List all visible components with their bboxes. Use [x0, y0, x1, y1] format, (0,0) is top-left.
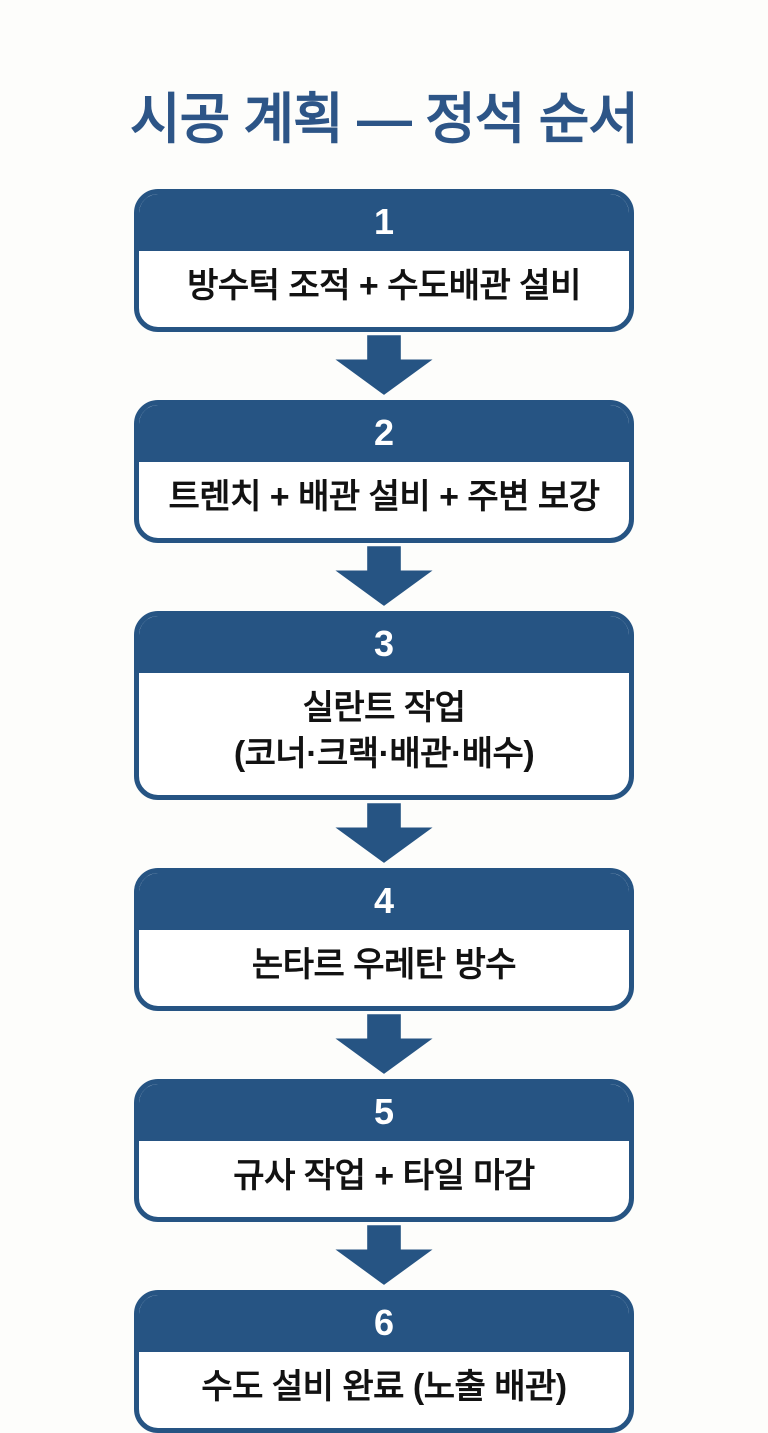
down-arrow-icon	[328, 546, 440, 608]
down-arrow-icon	[328, 1224, 440, 1287]
step-6-number: 6	[373, 1301, 395, 1343]
flowchart-page: 시공 계획 — 정석 순서 1 방수턱 조적 + 수도배관 설비 2 트렌치 +…	[130, 87, 639, 1433]
step-5-line-1: 규사 작업 + 타일 마감	[233, 1156, 535, 1195]
step-box-5: 5 규사 작업 + 타일 마감	[134, 1078, 634, 1222]
step-box-2: 2 트렌치 + 배관 설비 + 주변 보강	[134, 400, 634, 544]
step-4-number: 4	[373, 879, 395, 921]
step-3-line-2: (코너·크랙·배관·배수)	[233, 735, 535, 774]
step-box-6: 6 수도 설비 완료 (노출 배관)	[134, 1289, 634, 1433]
step-6-number-header: 6	[139, 1294, 629, 1352]
step-2-label: 트렌치 + 배관 설비 + 주변 보강	[139, 462, 629, 538]
step-3-label: 실란트 작업 (코너·크랙·배관·배수)	[139, 673, 629, 795]
step-2-number: 2	[373, 412, 395, 454]
step-box-3: 3 실란트 작업 (코너·크랙·배관·배수)	[134, 611, 634, 800]
step-2-number-header: 2	[139, 405, 629, 463]
step-4-number-header: 4	[139, 872, 629, 930]
down-arrow-icon	[328, 335, 440, 397]
step-1-label: 방수턱 조적 + 수도배관 설비	[139, 251, 629, 327]
step-6-label: 수도 설비 완료 (노출 배관)	[139, 1352, 629, 1428]
step-1-number: 1	[373, 201, 395, 243]
down-arrow-icon	[328, 803, 440, 865]
step-4-label: 논타르 우레탄 방수	[139, 930, 629, 1006]
step-1-line-1: 방수턱 조적 + 수도배관 설비	[187, 267, 581, 306]
step-5-label: 규사 작업 + 타일 마감	[139, 1141, 629, 1217]
step-6-line-1: 수도 설비 완료 (노출 배관)	[201, 1367, 567, 1406]
step-box-4: 4 논타르 우레탄 방수	[134, 867, 634, 1011]
step-3-line-1: 실란트 작업	[302, 689, 466, 728]
page-title: 시공 계획 — 정석 순서	[130, 87, 639, 150]
step-2-line-1: 트렌치 + 배관 설비 + 주변 보강	[168, 478, 600, 517]
step-5-number: 5	[373, 1090, 395, 1132]
step-4-line-1: 논타르 우레탄 방수	[251, 945, 517, 984]
step-box-1: 1 방수턱 조적 + 수도배관 설비	[134, 189, 634, 333]
step-1-number-header: 1	[139, 194, 629, 252]
step-3-number-header: 3	[139, 616, 629, 674]
step-5-number-header: 5	[139, 1083, 629, 1141]
down-arrow-icon	[328, 1013, 440, 1076]
step-3-number: 3	[373, 623, 395, 665]
